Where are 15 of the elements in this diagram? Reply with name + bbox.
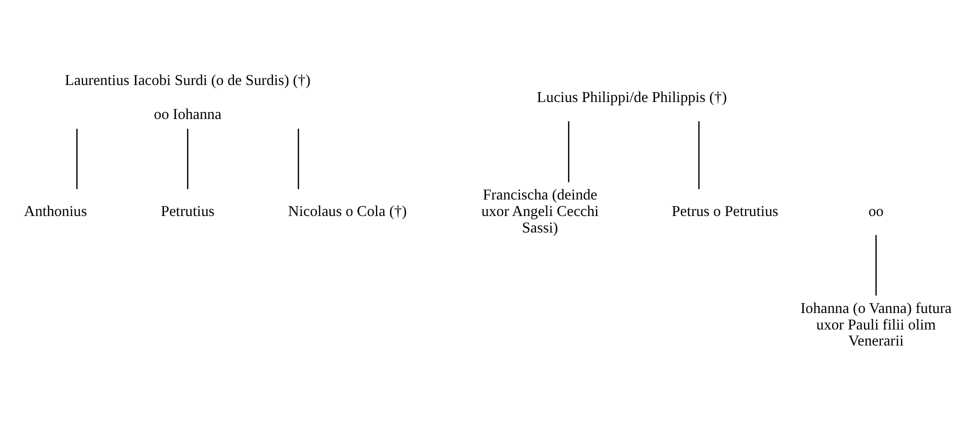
connector (187, 128, 188, 190)
node-text: Iohanna (o Vanna) futura uxor Pauli filii olim Venerarii (800, 300, 952, 350)
connector (568, 121, 570, 182)
node-text: Lucius Philippi/de Philippis (†) (536, 90, 727, 106)
node-text: Nicolaus o Cola (†) (288, 204, 407, 220)
connector (698, 121, 700, 190)
node-text: Laurentius Iacobi Surdi (o de Surdis) (†) oo Iohanna (64, 73, 310, 124)
connector (298, 128, 300, 190)
node-text: Petrutius (160, 204, 215, 220)
node-text: Francischa (deinde uxor Angeli Cecchi Sassi) (481, 188, 599, 236)
connector (875, 235, 877, 296)
connector (76, 128, 78, 190)
node-text: Petrus o Petrutius (672, 204, 778, 220)
node-text: Anthonius (24, 204, 87, 220)
node-text: oo (868, 204, 884, 220)
